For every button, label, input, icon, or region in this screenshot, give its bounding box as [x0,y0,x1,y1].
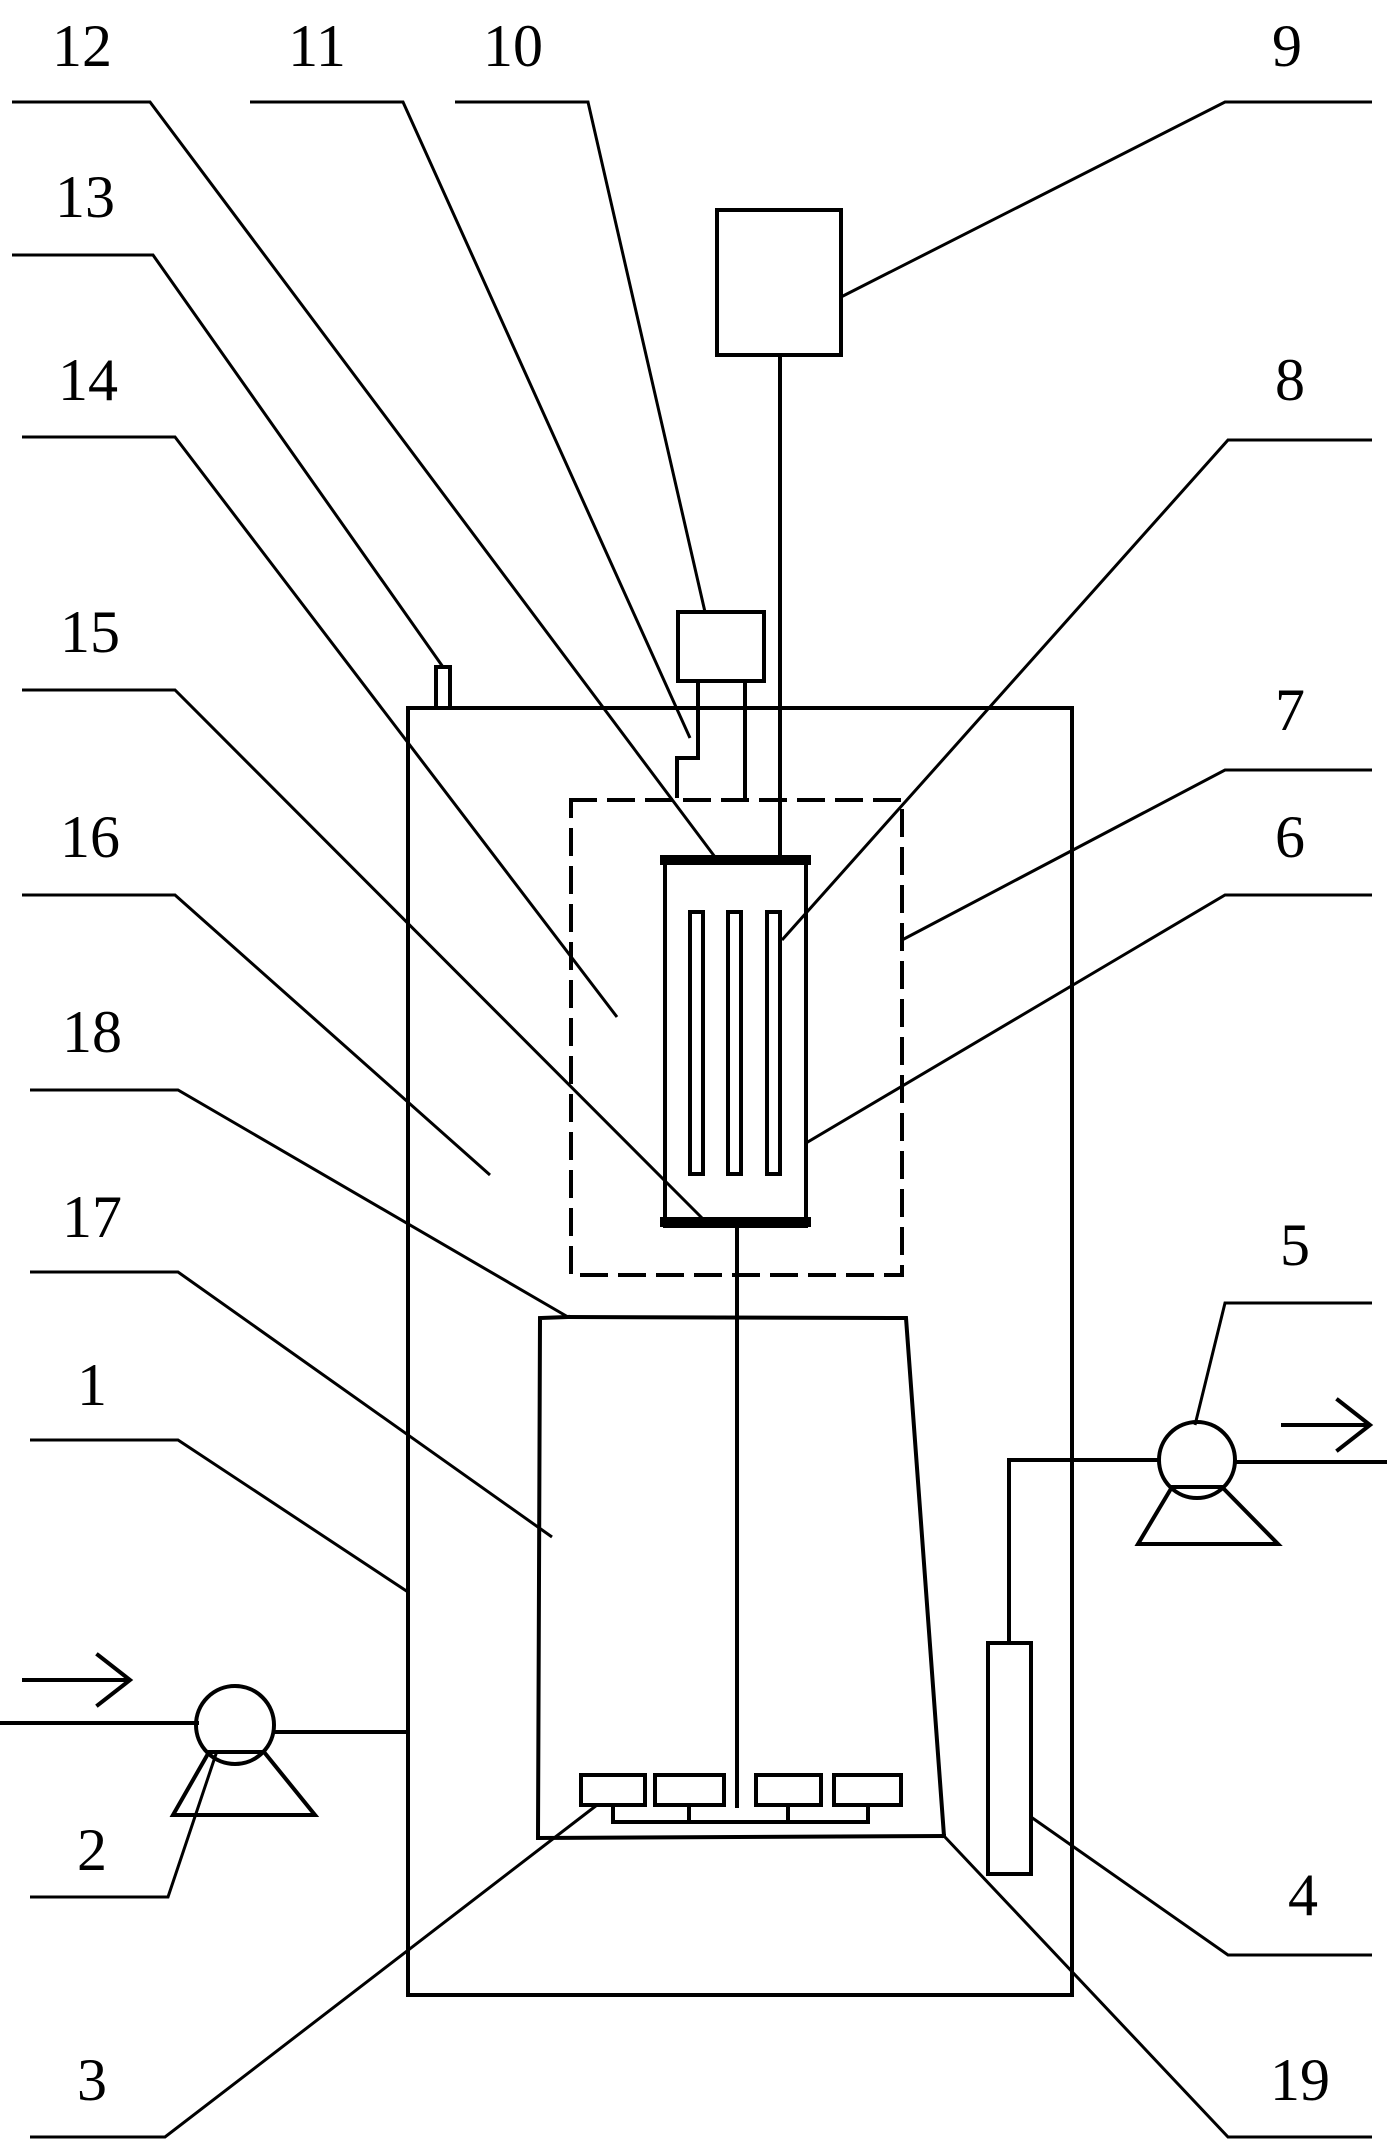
leader-line-6 [805,893,1372,1145]
label-9: 9 [1272,13,1302,79]
leader-line-16 [22,893,491,1177]
leader-line-4 [1030,1815,1372,1957]
draft-tube-wall [535,1314,571,1841]
leader-line-9 [840,100,1372,299]
impeller-blade [653,1773,726,1807]
label-6: 6 [1275,804,1305,870]
label-3: 3 [77,2047,107,2113]
draft-tube-wall [565,1314,947,1839]
outlet-pump-base [1134,1485,1283,1546]
label-12: 12 [52,13,112,79]
label-1: 1 [77,1352,107,1418]
inlet-pump-base [169,1750,320,1817]
leader-line-11 [250,100,692,739]
outer-tank [406,706,1074,1997]
label-14: 14 [58,347,118,413]
leader-line-10 [455,100,707,613]
callout-labels: 12 11 10 9 13 14 8 15 7 16 6 18 17 5 1 2… [52,13,1330,2113]
label-7: 7 [1275,677,1305,743]
leader-line-8 [780,438,1372,941]
leader-line-18 [30,1088,569,1319]
impeller-blade [579,1773,647,1807]
label-10: 10 [483,13,543,79]
leader-line-3 [30,1803,598,2139]
outlet-pipe [1007,1458,1160,1645]
dosing-box [676,610,766,683]
leader-line-19 [942,1834,1372,2139]
vent-pipe [434,665,452,710]
label-19: 19 [1270,2047,1330,2113]
label-13: 13 [55,164,115,230]
electrode-plate [765,910,782,1176]
label-4: 4 [1288,1862,1318,1928]
leader-line-12 [12,100,717,858]
electrode-plate [726,910,743,1176]
leader-line-5 [1193,1301,1372,1426]
filter-module [986,1641,1033,1876]
leader-line-1 [30,1438,409,1594]
label-11: 11 [288,13,346,79]
label-18: 18 [62,999,122,1065]
leader-line-7 [901,768,1372,942]
inlet-arrow-head [95,1652,134,1708]
label-15: 15 [60,599,120,665]
impeller-blade [754,1773,823,1807]
label-8: 8 [1275,347,1305,413]
impeller-arm [611,1803,870,1824]
leader-line-14 [22,435,619,1018]
dashed-chamber [569,798,904,1277]
label-2: 2 [77,1817,107,1883]
leader-lines [12,100,1372,2139]
leader-line-15 [22,688,708,1224]
outlet-arrow-head [1335,1397,1374,1453]
label-17: 17 [62,1184,122,1250]
label-5: 5 [1280,1212,1310,1278]
controller-box [715,208,843,357]
inlet-pump [194,1684,276,1766]
label-16: 16 [60,804,120,870]
draft-tube-wall [535,1833,947,1841]
impeller-blade [832,1773,903,1807]
leader-line-13 [12,253,445,668]
electrode-plate [688,910,705,1176]
leader-line-2 [30,1750,219,1899]
leader-line-17 [30,1270,553,1539]
dosing-pipe-left [675,679,700,798]
